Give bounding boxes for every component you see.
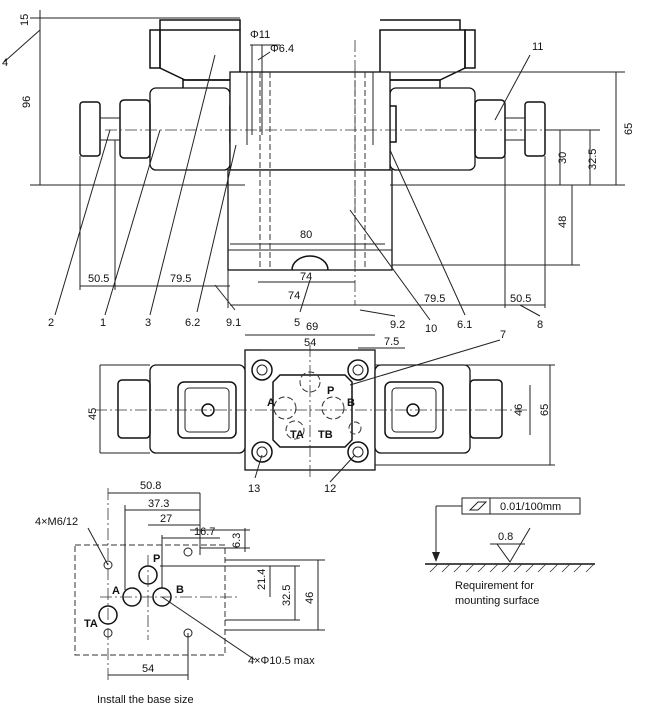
callout-6-1: 6.1 [457, 319, 472, 331]
port-ta: TA [290, 429, 304, 441]
dim-79-5-right: 79.5 [424, 293, 445, 305]
dim-46-base: 46 [304, 592, 316, 604]
dim-15: 15 [19, 14, 31, 26]
dim-80: 80 [300, 229, 312, 241]
base-view: 50.8 37.3 27 16.7 6.3 21.4 32.5 46 54 P … [35, 480, 325, 706]
callout-5: 5 [294, 317, 300, 329]
top-view: 69 54 7.5 45 46 65 P A B TA TB 7 13 12 [87, 321, 555, 495]
dim-96: 96 [21, 96, 33, 108]
dim-65: 65 [623, 123, 635, 135]
dim-phi11: Φ11 [250, 29, 270, 41]
callout-8: 8 [537, 319, 543, 331]
dim-32-5-base: 32.5 [281, 585, 293, 606]
callout-3: 3 [145, 317, 151, 329]
dim-74-lower: 74 [288, 290, 300, 302]
port-tb: TB [318, 429, 333, 441]
dim-30: 30 [557, 152, 569, 164]
callout-11: 11 [532, 41, 543, 53]
port-b-base: B [176, 584, 184, 596]
callout-12: 12 [324, 483, 336, 495]
dim-50-5-right: 50.5 [510, 293, 531, 305]
callout-10: 10 [425, 323, 437, 335]
port-b: B [347, 397, 355, 409]
dim-4: 4 [2, 57, 8, 69]
base-caption: Install the base size [97, 694, 194, 706]
dim-50-8: 50.8 [140, 480, 161, 492]
dim-27: 27 [160, 513, 172, 525]
dim-74-upper: 74 [300, 271, 312, 283]
port-p: P [327, 385, 334, 397]
roughness-value: 0.8 [498, 531, 513, 543]
hole-note: 4×Φ10.5 max [248, 655, 315, 667]
port-a: A [267, 397, 275, 409]
callout-13: 13 [248, 483, 260, 495]
dim-48: 48 [557, 216, 569, 228]
dim-37-3: 37.3 [148, 498, 169, 510]
port-ta-base: TA [84, 618, 98, 630]
thread-note: 4×M6/12 [35, 516, 78, 528]
dim-54-base: 54 [142, 663, 154, 675]
side-view: 15 4 96 Φ11 Φ6.4 65 30 32.5 48 80 74 74 … [2, 10, 635, 335]
dim-50-5-left: 50.5 [88, 273, 109, 285]
dim-16-7: 16.7 [194, 526, 215, 538]
callout-7: 7 [500, 329, 506, 341]
callout-1: 1 [100, 317, 106, 329]
surface-hatching [429, 563, 595, 573]
surface-requirement: 0.01/100mm 0.8 Requirement for mounting … [425, 497, 595, 607]
dim-32-5: 32.5 [587, 149, 599, 170]
dim-phi6-4: Φ6.4 [270, 43, 294, 55]
dim-45: 45 [87, 408, 99, 420]
requirement-line1: Requirement for [455, 580, 534, 592]
callout-6-2: 6.2 [185, 317, 200, 329]
dim-54: 54 [304, 337, 316, 349]
dim-69: 69 [306, 321, 318, 333]
dim-65-top: 65 [539, 404, 551, 416]
flatness-value: 0.01/100mm [500, 501, 561, 513]
requirement-line2: mounting surface [455, 595, 539, 607]
dim-21-4: 21.4 [256, 569, 268, 590]
dim-7-5: 7.5 [384, 336, 399, 348]
callout-9-1: 9.1 [226, 317, 241, 329]
port-a-base: A [112, 585, 120, 597]
dim-6-3: 6.3 [231, 533, 243, 548]
callout-2: 2 [48, 317, 54, 329]
callout-9-2: 9.2 [390, 319, 405, 331]
port-p-base: P [153, 553, 160, 565]
dim-79-5-left: 79.5 [170, 273, 191, 285]
dim-46: 46 [513, 404, 525, 416]
